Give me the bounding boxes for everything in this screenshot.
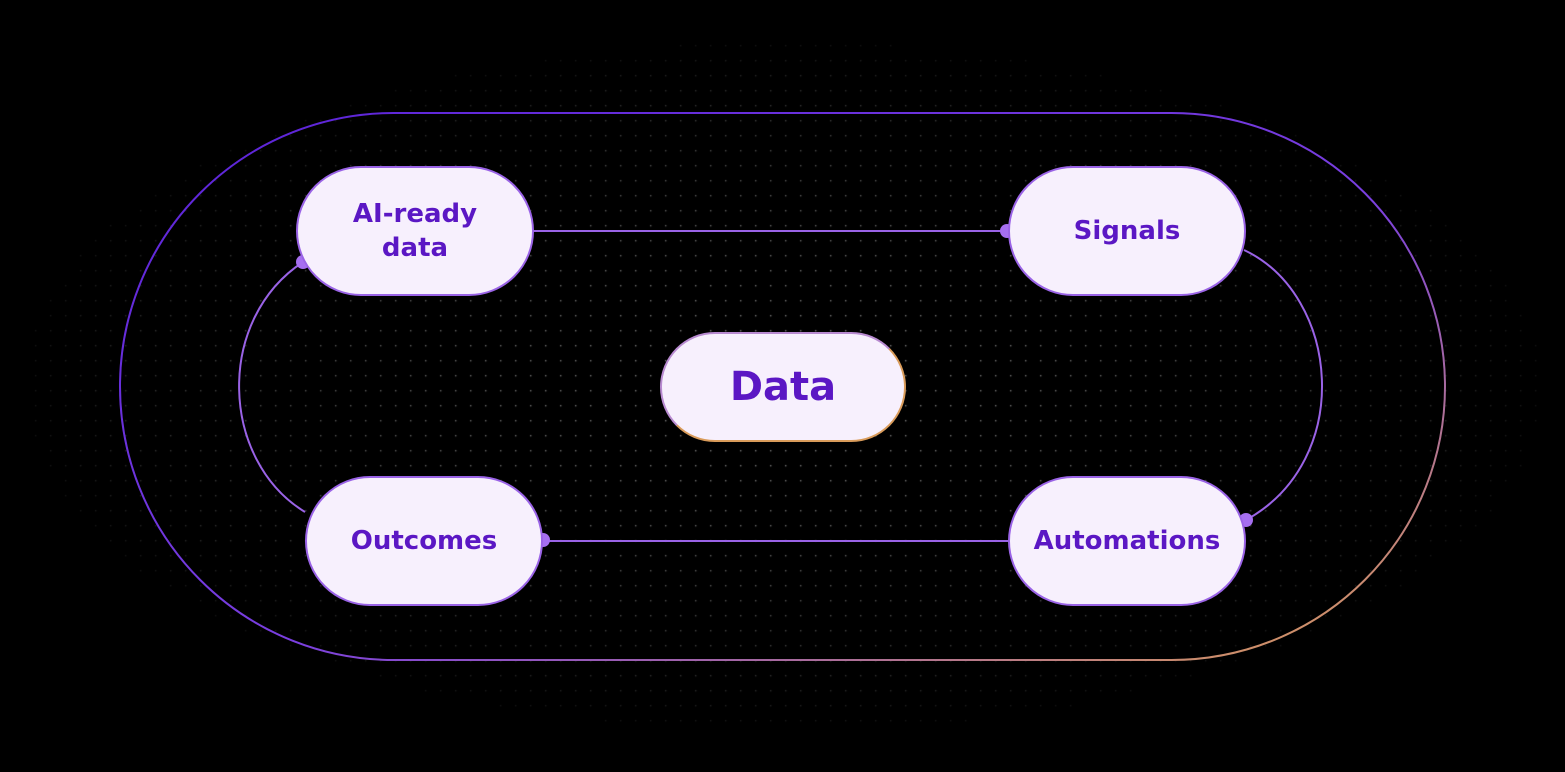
node-center-data: Data: [660, 332, 906, 442]
node-center-data-label: Data: [729, 364, 837, 410]
node-automations-label: Automations: [1033, 526, 1221, 556]
node-ai-ready-data: AI-ready data: [296, 166, 534, 296]
outer-ring: [119, 112, 1446, 661]
node-ai-ready-data-label: AI-ready data: [352, 199, 478, 263]
node-automations: Automations: [1008, 476, 1246, 606]
node-signals: Signals: [1008, 166, 1246, 296]
node-outcomes: Outcomes: [305, 476, 543, 606]
node-outcomes-label: Outcomes: [350, 526, 498, 556]
connector-signals-to-automations: [1243, 249, 1323, 521]
connector-outcomes-to-ai: [238, 261, 306, 513]
node-signals-label: Signals: [1073, 216, 1181, 246]
